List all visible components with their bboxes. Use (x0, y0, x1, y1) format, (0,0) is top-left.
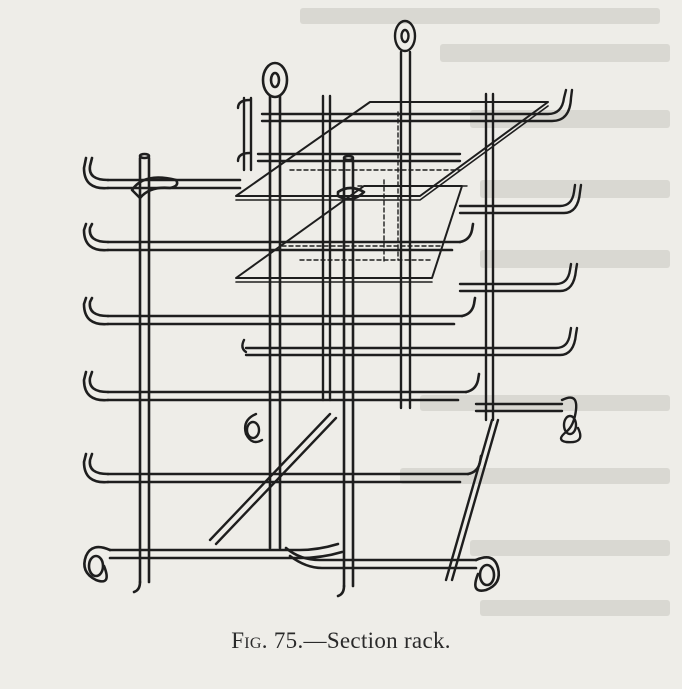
figure-number: Fig. 75. (231, 628, 304, 653)
figure-title: —Section rack. (303, 628, 451, 653)
rack-front-frame (82, 61, 501, 598)
figure-caption: Fig. 75.—Section rack. (0, 628, 682, 654)
rack-back-frame (208, 19, 583, 582)
